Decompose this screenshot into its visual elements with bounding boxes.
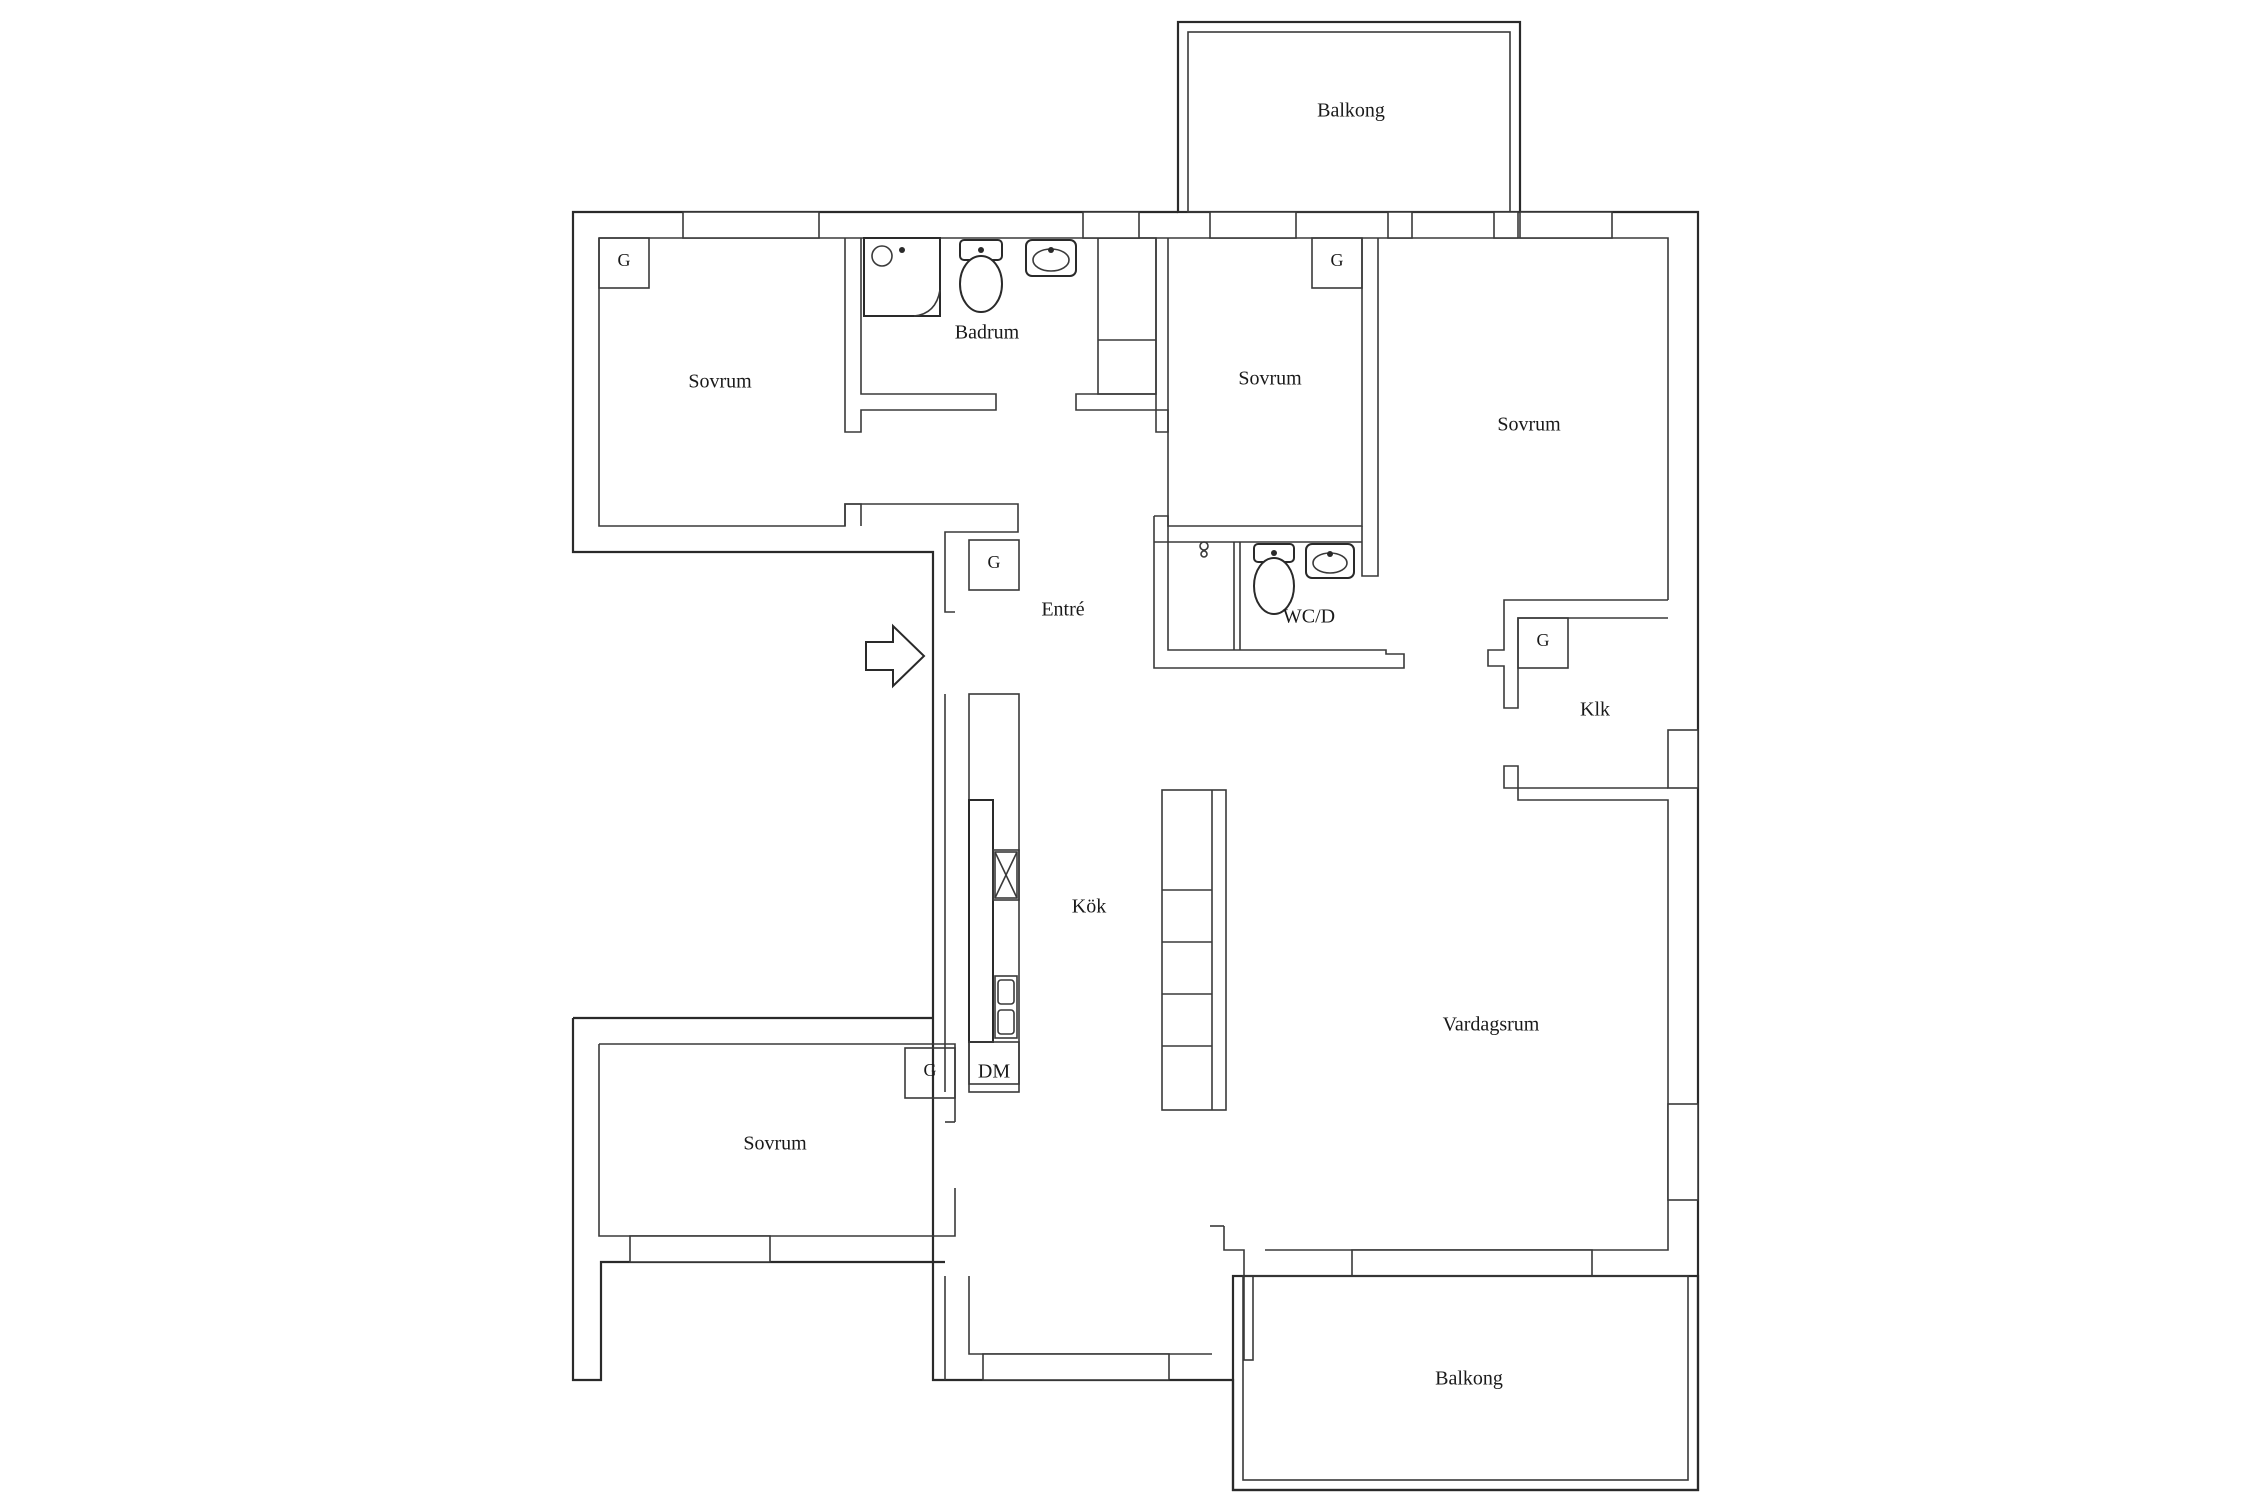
stove-icon — [994, 851, 1018, 899]
balcony-top — [1176, 20, 1522, 214]
closet-g1-label: G — [618, 250, 631, 270]
toilet-icon — [959, 239, 1003, 313]
room-label-sovrum-bottom: Sovrum — [743, 1133, 807, 1155]
shower-valve-icon — [1199, 541, 1209, 558]
closet-g3-label: G — [988, 552, 1001, 572]
closet-g4: G — [1517, 617, 1569, 669]
windows — [629, 211, 1613, 1381]
room-label-sovrum-right: Sovrum — [1497, 414, 1561, 436]
room-label-entre: Entré — [1041, 599, 1084, 621]
closet-g4-label: G — [1537, 630, 1550, 650]
interior-walls — [844, 237, 1699, 1276]
toilet-icon-wc — [1253, 543, 1295, 615]
entrance-arrow-icon — [865, 623, 926, 689]
room-label-sovrum-mid: Sovrum — [1238, 368, 1302, 390]
kitchen-sink-icon — [994, 975, 1018, 1039]
closet-g3: G — [968, 539, 1020, 591]
room-label-klk: Klk — [1580, 699, 1610, 721]
room-label-balkong-bottom: Balkong — [1435, 1368, 1503, 1390]
room-label-dm: DM — [978, 1061, 1010, 1083]
room-label-sovrum-left: Sovrum — [688, 371, 752, 393]
closet-g5: G — [904, 1047, 956, 1099]
sink-icon — [1025, 239, 1077, 277]
closet-g2: G — [1311, 237, 1363, 289]
shower-icon — [863, 237, 941, 317]
sink-icon-wc — [1305, 543, 1355, 579]
closet-g2-label: G — [1331, 250, 1344, 270]
balcony-bottom — [1231, 1274, 1700, 1492]
room-label-badrum: Badrum — [955, 322, 1020, 344]
room-label-kok: Kök — [1072, 896, 1106, 918]
closet-g1: G — [598, 237, 650, 289]
room-label-wcd: WC/D — [1283, 606, 1335, 628]
room-label-balkong-top: Balkong — [1317, 100, 1385, 122]
room-label-vardagsrum: Vardagsrum — [1443, 1014, 1540, 1036]
outer-walls — [571, 210, 1700, 1492]
closet-g5-label: G — [924, 1060, 937, 1080]
